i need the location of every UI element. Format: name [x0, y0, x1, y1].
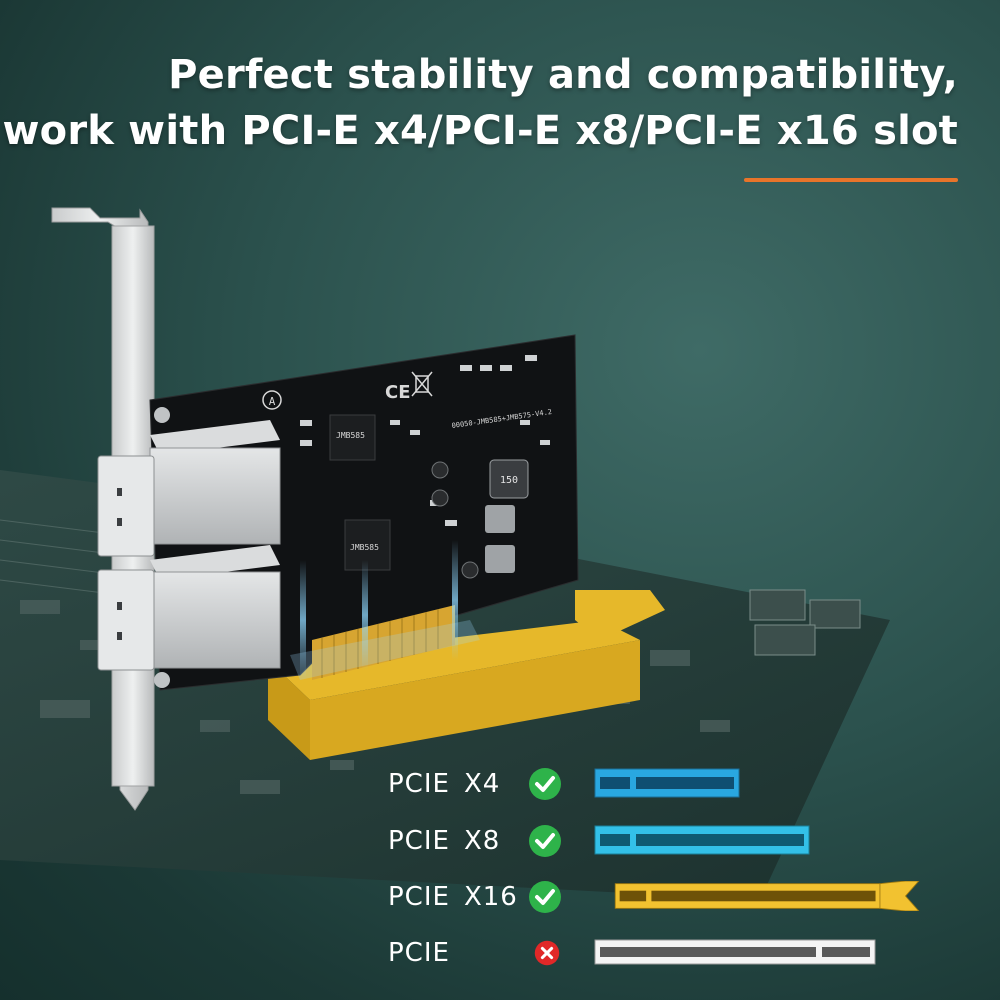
sff-port-bottom — [97, 545, 281, 671]
pcie-x4-slot-icon — [594, 768, 740, 798]
slot-label: PCIE — [388, 938, 450, 968]
chip-label-1: JMB585 — [336, 431, 365, 440]
pcie-x8-slot-icon — [594, 825, 810, 855]
check-icon — [529, 825, 561, 857]
check-icon — [529, 881, 561, 913]
slot-label: PCIE — [388, 826, 450, 856]
accent-rule — [744, 178, 958, 182]
sff-port-top — [97, 420, 281, 557]
pcie-generic-slot-icon — [594, 939, 876, 965]
inductor-label: 150 — [500, 475, 518, 486]
lane-label: X4 — [463, 769, 501, 799]
check-icon — [529, 768, 561, 800]
headline-line-1: Perfect stability and compatibility, — [168, 52, 958, 98]
compat-row-x4: PCIE X4 — [388, 765, 948, 805]
mark-a: A — [269, 395, 276, 408]
compat-row-x8: PCIE X8 — [388, 822, 948, 862]
slot-label: PCIE — [388, 769, 450, 799]
ce-mark: CE — [385, 382, 411, 403]
headline-line-2: work with PCI-E x4/PCI-E x8/PCI-E x16 sl… — [2, 108, 958, 154]
insertion-glow — [290, 540, 480, 680]
chip-label-2: JMB585 — [350, 543, 379, 552]
compat-row-generic: PCIE — [388, 934, 948, 974]
lane-label: X8 — [463, 826, 501, 856]
slot-label: PCIE — [388, 882, 450, 912]
weee-icon — [411, 371, 433, 397]
lane-label: X16 — [463, 882, 518, 912]
cross-icon — [534, 940, 560, 966]
compat-row-x16: PCIE X16 — [388, 878, 948, 918]
sata-connectors — [749, 589, 861, 656]
pcie-x16-slot-icon — [614, 881, 920, 911]
